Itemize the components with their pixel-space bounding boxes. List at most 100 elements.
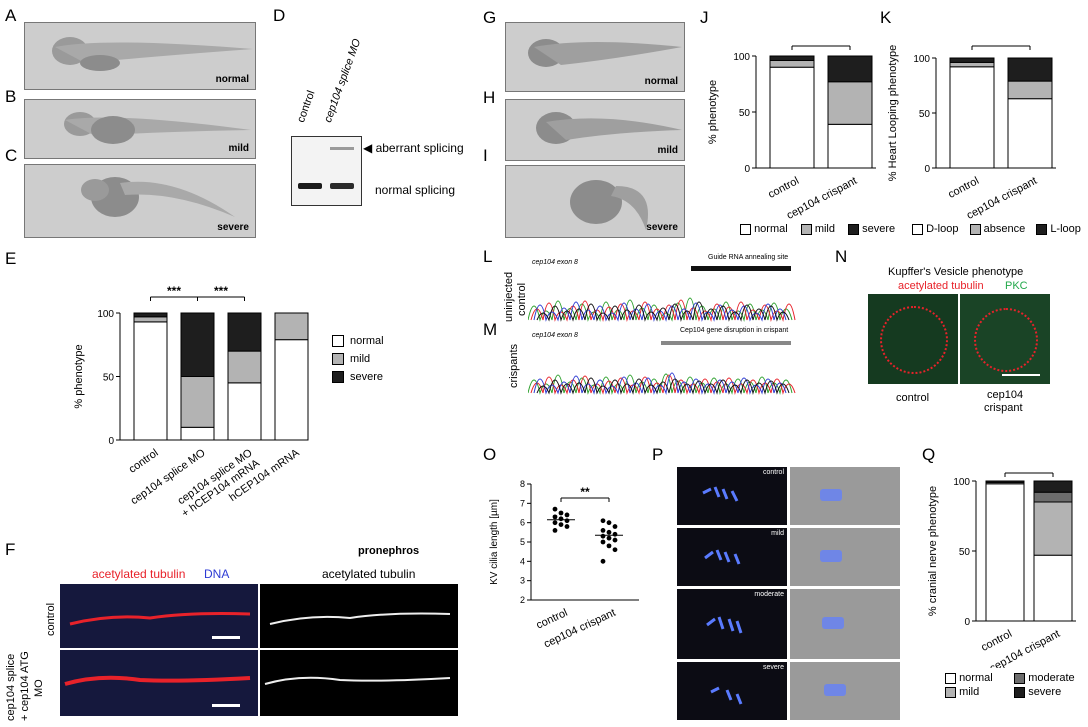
x-tick-label-line: control [946, 175, 981, 201]
bar-segment-normal [985, 483, 1025, 622]
embryo-image-mild-h: mild [505, 99, 685, 161]
nerve-image-moderate: moderate [677, 589, 787, 659]
legend-text-severe: severe [1028, 686, 1062, 698]
legend-text-normal: normal [754, 223, 788, 235]
scale-bar [1002, 374, 1040, 376]
pronephros-image-control-bw [260, 584, 458, 648]
kv-crispant-label: crispant [984, 402, 1023, 414]
data-point [564, 524, 570, 529]
panel-label-e: E [5, 249, 17, 268]
legend-swatch-moderate [1014, 672, 1026, 684]
legend-swatch-normal [332, 335, 344, 348]
legend-text-mild: mild [959, 686, 980, 698]
bar-segment-normal [227, 382, 262, 441]
y-tick-label: 100 [733, 52, 750, 63]
bar-segment-severe [1033, 480, 1073, 493]
data-point [612, 537, 618, 543]
data-point [612, 524, 618, 529]
panel-label-q: Q [922, 445, 936, 464]
bar-segment-moderate [1033, 491, 1073, 503]
gel-band-normal-mo [330, 183, 354, 189]
legend-text-severe: severe [350, 371, 384, 383]
legend-swatch-mild [332, 353, 344, 366]
legend-swatch-normal [945, 672, 956, 684]
nerve-stain [706, 616, 743, 634]
chromatogram-control: cep104 exon 8 Guide RNA annealing site [528, 254, 796, 324]
data-point [558, 522, 564, 527]
legend-q: normal moderate mild severe [945, 671, 1075, 699]
normal-label: normal [215, 74, 249, 85]
bar-segment-mild [274, 312, 309, 341]
exon8-label: cep104 exon 8 [532, 332, 578, 339]
embryo-drawing [570, 180, 648, 230]
lane-label-cep104-splice-mo: cep104 splice MO [322, 37, 364, 125]
significance-label: *** [994, 40, 1008, 47]
panel-label-f: F [5, 540, 16, 559]
bar-segment-normal [180, 426, 215, 441]
severe-label: severe [646, 222, 678, 233]
legend-k: D-loop absence L-loop [912, 223, 1081, 235]
panel-label-m: M [483, 320, 498, 339]
pronephros-title: pronephros [358, 545, 420, 557]
f-dna-label: DNA [204, 567, 230, 581]
data-point [600, 533, 606, 539]
nerve-overlay [822, 617, 844, 629]
panel-label-a: A [5, 6, 17, 25]
nerve-overlay [820, 489, 842, 501]
y-axis-label: % Heart Looping phenotype [887, 45, 899, 181]
y-tick-label: 50 [739, 108, 751, 119]
bar-segment-normal [1033, 554, 1073, 622]
panel-label-b: B [5, 87, 17, 106]
nerve-overlay [824, 684, 846, 696]
bar-segment-d-loop [949, 66, 995, 169]
bar-segment-mild [827, 81, 873, 125]
y-tick-label: 100 [97, 309, 114, 320]
y-tick-label: 0 [964, 617, 970, 628]
panel-label-i: I [483, 146, 488, 165]
brightfield-image-moderate [790, 589, 900, 659]
significance-label: *** [1022, 468, 1036, 474]
legend-swatch-normal [740, 223, 751, 235]
bar-segment-mild [769, 59, 815, 68]
pronephros-image-mo-merge [60, 650, 258, 716]
legend-swatch-mild [945, 686, 956, 698]
bar-segment-severe [769, 55, 815, 61]
exon8-label: cep104 exon 8 [532, 259, 578, 266]
panel-label-j: J [700, 8, 709, 27]
legend-swatch-severe [848, 223, 860, 235]
legend-text-absence: absence [983, 223, 1026, 235]
data-point [600, 528, 606, 533]
y-tick-label: 50 [959, 547, 971, 558]
bar-segment-normal [274, 339, 309, 441]
f-row2-label-1: cep104 splice [5, 653, 17, 721]
embryo-drawing [536, 112, 682, 144]
panel-label-n: N [835, 247, 848, 266]
scale-bar [212, 636, 240, 639]
aberrant-splicing-label: ◀ aberrant splicing [363, 141, 464, 155]
y-tick-label: 50 [919, 109, 931, 120]
kv-cep104-label: cep104 [987, 389, 1024, 401]
chromatogram-trace [528, 297, 796, 322]
nerve-stain [710, 686, 743, 705]
embryo-image-severe-c: severe [24, 164, 256, 238]
legend-swatch-mild [800, 223, 812, 235]
gel-band-normal-control [298, 183, 322, 189]
legend-swatch-d-loop [912, 223, 923, 235]
embryo-image-severe-i: severe [505, 165, 685, 238]
pronephros-image-mo-bw [260, 650, 458, 716]
y-axis-label: % cranial nerve phenotype [927, 486, 939, 616]
kv-image-control [868, 294, 958, 384]
legend-swatch-severe [332, 371, 344, 384]
kv-acetylated-tubulin-label: acetylated tubulin [898, 280, 984, 292]
f-row2-label-2: + cep104 ATG [19, 651, 31, 721]
legend-text-moderate: moderate [1028, 672, 1075, 684]
y-axis-label: KV cilia length [µm] [489, 499, 500, 585]
legend-text-normal: normal [959, 672, 993, 684]
legend-swatch-absence [969, 223, 981, 235]
data-point [552, 528, 558, 533]
guide-rna-bar [691, 266, 791, 271]
panel-label-d: D [273, 6, 286, 25]
